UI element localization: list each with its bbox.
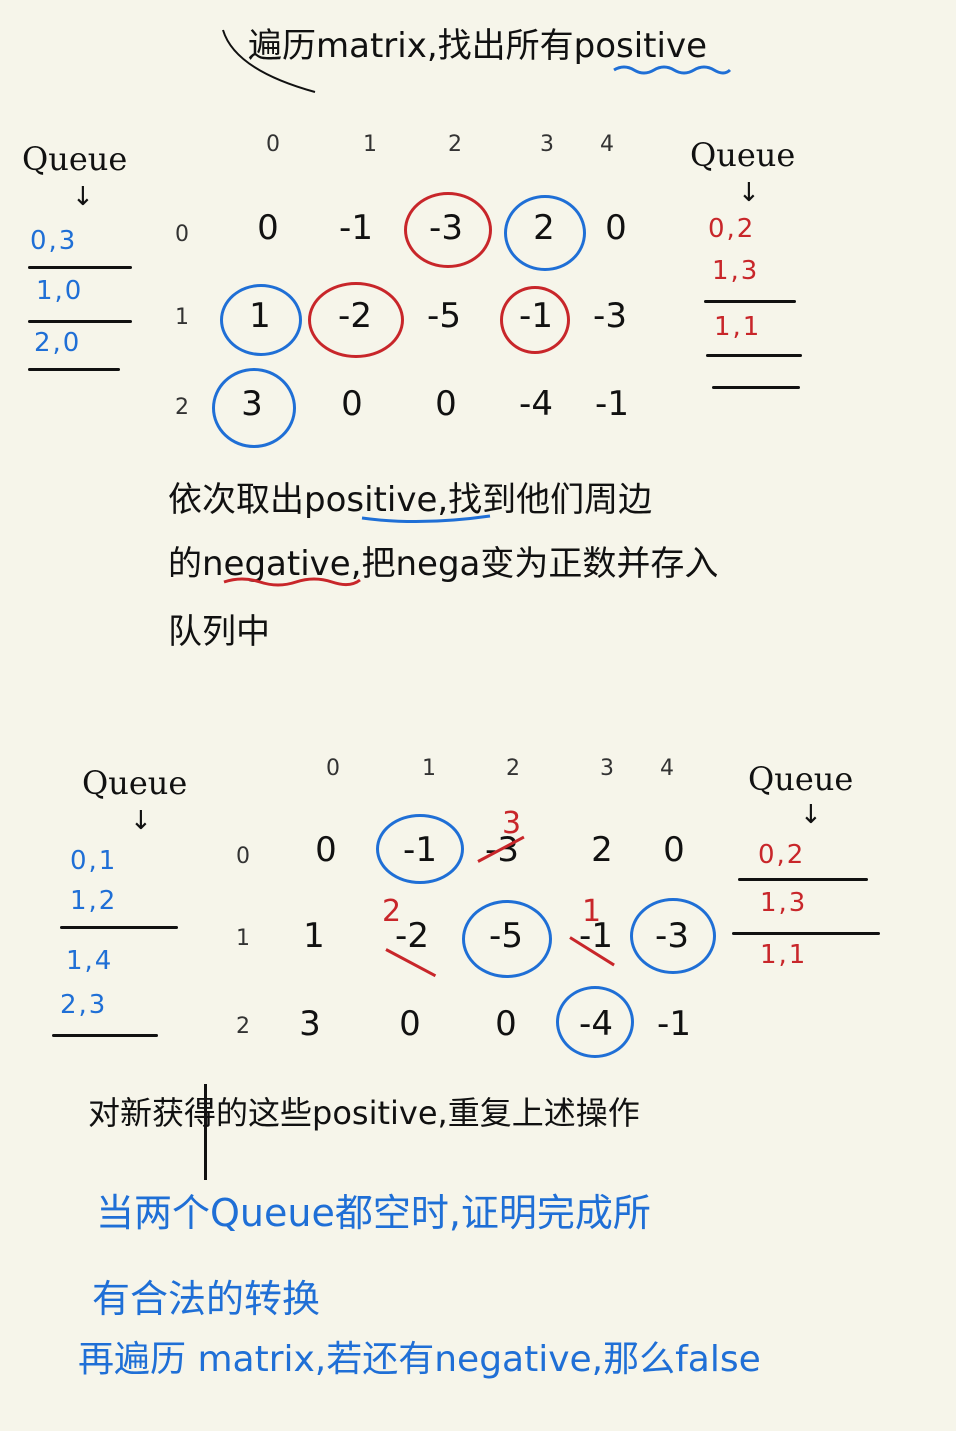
matrix-cell: 0 (605, 208, 627, 248)
corrected-value: 1 (582, 894, 602, 929)
positive-circle (376, 814, 464, 884)
row-index: 2 (236, 1014, 250, 1039)
negative-circle (308, 282, 404, 358)
right-queue-entry: 0,2 (758, 840, 806, 870)
matrix-cell: -1 (595, 384, 629, 424)
negative-circle (404, 192, 492, 268)
positive-circle (220, 284, 302, 356)
conclusion-line: 有合法的转换 (92, 1277, 321, 1321)
col-index: 0 (326, 756, 340, 781)
matrix-cell: -5 (427, 296, 461, 336)
col-index: 4 (600, 132, 614, 157)
positive-circle (630, 898, 716, 974)
col-index: 0 (266, 132, 280, 157)
right-queue-entry: 1,1 (760, 940, 808, 970)
note-line: 的negative,把nega变为正数并存入 (168, 544, 719, 584)
right-queue-entry: 1,1 (714, 312, 762, 342)
col-index: 3 (600, 756, 614, 781)
col-index: 2 (448, 132, 462, 157)
divider-stroke (204, 1084, 207, 1180)
col-index: 4 (660, 756, 674, 781)
left-queue-entry: 1,0 (36, 276, 84, 306)
left-queue-entry: 0,1 (70, 846, 118, 876)
negative-circle (500, 286, 570, 354)
corrected-value: 2 (382, 894, 402, 929)
col-index: 3 (540, 132, 554, 157)
right-queue-entry: 1,3 (712, 256, 760, 286)
positive-circle (462, 900, 552, 978)
matrix-cell: 3 (299, 1004, 321, 1044)
down-arrow-icon: ↓ (72, 182, 94, 212)
left-queue-entry: 1,4 (66, 946, 114, 976)
left-queue-entry: 0,3 (30, 226, 78, 256)
matrix-cell: 0 (495, 1004, 517, 1044)
col-index: 1 (422, 756, 436, 781)
matrix-cell: -1 (339, 208, 373, 248)
row-index: 2 (175, 395, 189, 420)
col-index: 1 (363, 132, 377, 157)
title-swoosh (222, 29, 316, 93)
row-index: 1 (236, 926, 250, 951)
down-arrow-icon: ↓ (800, 800, 822, 830)
right-queue-label: Queue (690, 136, 796, 174)
matrix-cell: 0 (315, 830, 337, 870)
note-line: 队列中 (168, 612, 270, 652)
matrix-cell: 0 (341, 384, 363, 424)
matrix-cell: 0 (399, 1004, 421, 1044)
note-line: 对新获得的这些positive,重复上述操作 (88, 1094, 640, 1132)
conclusion-line: 再遍历 matrix,若还有negative,那么false (78, 1339, 761, 1380)
matrix-cell: -1 (579, 916, 613, 956)
title: 遍历matrix,找出所有positive (248, 26, 707, 66)
left-queue-label: Queue (82, 764, 188, 802)
left-queue-entry: 1,2 (70, 886, 118, 916)
right-queue-entry: 0,2 (708, 214, 756, 244)
left-queue-label: Queue (22, 140, 128, 178)
matrix-cell: 0 (435, 384, 457, 424)
matrix-cell: -4 (519, 384, 553, 424)
right-queue-label: Queue (748, 760, 854, 798)
right-queue-entry: 1,3 (760, 888, 808, 918)
conclusion-line: 当两个Queue都空时,证明完成所 (96, 1191, 651, 1235)
col-index: 2 (506, 756, 520, 781)
positive-circle (556, 986, 634, 1058)
row-index: 0 (175, 222, 189, 247)
matrix-cell: 1 (303, 916, 325, 956)
left-queue-entry: 2,0 (34, 328, 82, 358)
title-wavy-underline (613, 65, 732, 75)
matrix-cell: 2 (591, 830, 613, 870)
down-arrow-icon: ↓ (130, 806, 152, 836)
row-index: 0 (236, 844, 250, 869)
matrix-cell: 0 (663, 830, 685, 870)
note-line: 依次取出positive,找到他们周边 (168, 480, 653, 520)
positive-circle (212, 368, 296, 448)
row-index: 1 (175, 305, 189, 330)
corrected-value: 3 (502, 806, 522, 841)
down-arrow-icon: ↓ (738, 178, 760, 208)
positive-circle (504, 195, 586, 271)
matrix-cell: -2 (395, 916, 429, 956)
negative-underline (223, 577, 361, 587)
matrix-cell: 0 (257, 208, 279, 248)
matrix-cell: -1 (657, 1004, 691, 1044)
positive-underline (361, 514, 491, 524)
matrix-cell: -3 (593, 296, 627, 336)
left-queue-entry: 2,3 (60, 990, 108, 1020)
